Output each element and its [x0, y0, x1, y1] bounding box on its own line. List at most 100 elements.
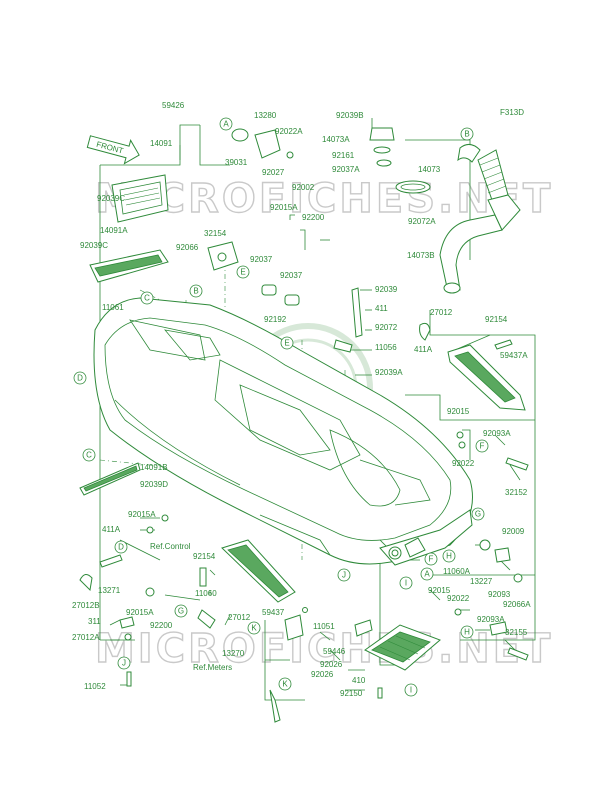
label-92154-1: 92154 [485, 315, 508, 324]
label-13280: 13280 [254, 111, 277, 120]
label-11060A: 11060A [443, 567, 471, 576]
callout-G1: G [475, 510, 481, 519]
label-92150: 92150 [340, 689, 363, 698]
label-411A-2: 411A [102, 525, 121, 534]
label-92015A-3: 92015A [126, 608, 154, 617]
label-32152: 32152 [505, 488, 528, 497]
callout-E2: E [284, 339, 289, 348]
label-411A-1: 411A [414, 345, 433, 354]
label-92039C-1: 92039C [97, 194, 125, 203]
label-14091A: 14091A [100, 226, 128, 235]
label-92154-2: 92154 [193, 552, 216, 561]
label-92022-2: 92022 [447, 594, 470, 603]
callout-H2: H [464, 628, 470, 637]
label-411-1: 411 [375, 304, 388, 313]
label-92093: 92093 [488, 590, 511, 599]
label-311: 311 [88, 617, 101, 626]
label-11061: 11061 [102, 303, 124, 312]
label-92037-2: 92037 [280, 271, 303, 280]
label-92039B: 92039B [336, 111, 364, 120]
label-27012B: 27012B [72, 601, 100, 610]
part-labels: 59426 13280 92039B 14091 92022A 14073A 9… [72, 101, 531, 698]
callout-A2: A [424, 570, 430, 579]
label-92015-2: 92015 [428, 586, 451, 595]
label-92037-1: 92037 [250, 255, 273, 264]
callout-A1: A [223, 120, 229, 129]
part-14091A-grille [89, 249, 169, 283]
part-59437-mat [221, 539, 296, 603]
part-14073-clamp [395, 180, 431, 194]
callout-F1: F [480, 442, 485, 451]
part-59446-step [364, 624, 441, 671]
callout-B1: B [464, 130, 469, 139]
callout-J2: J [122, 659, 126, 668]
label-11051: 11051 [313, 622, 335, 631]
callout-J1: J [342, 571, 346, 580]
label-14091B: 14091B [140, 463, 168, 472]
label-92026-1: 92026 [320, 660, 343, 669]
hardware-left [79, 514, 308, 723]
callout-K2: K [282, 680, 288, 689]
part-92037-bushing [261, 284, 300, 306]
callout-B2: B [193, 287, 198, 296]
callout-H1: H [446, 552, 452, 561]
part-92039-stay [333, 287, 363, 353]
label-92093A-1: 92093A [483, 429, 511, 438]
part-32154-plate [207, 241, 239, 271]
callout-D1: D [77, 374, 83, 383]
label-39031: 39031 [225, 158, 248, 167]
label-92022A: 92022A [275, 127, 303, 136]
label-92093A-2: 92093A [477, 615, 505, 624]
label-32154: 32154 [204, 229, 227, 238]
label-92072: 92072 [375, 323, 398, 332]
label-14073B: 14073B [407, 251, 435, 260]
part-13280-bracket [231, 128, 294, 159]
callouts: A A B B C C D D E E F F G G H H I I J J … [73, 117, 489, 697]
label-92039D: 92039D [140, 480, 168, 489]
callout-I2: I [410, 686, 412, 695]
part-92150-bolt [377, 687, 383, 699]
label-92066: 92066 [176, 243, 199, 252]
label-92015-1: 92015 [447, 407, 470, 416]
label-ref-control: Ref.Control [150, 542, 191, 551]
label-11056: 11056 [375, 343, 397, 352]
watermark-bottom: MICROFICHES.NET [95, 626, 553, 672]
callout-G2: G [178, 607, 184, 616]
callout-K1: K [251, 624, 257, 633]
label-92022-1: 92022 [452, 459, 475, 468]
callout-F2: F [429, 555, 434, 564]
part-14073B-hose [439, 144, 521, 294]
label-14073A: 14073A [322, 135, 350, 144]
label-13271: 13271 [98, 586, 121, 595]
label-14091: 14091 [150, 139, 173, 148]
label-11052: 11052 [84, 682, 106, 691]
label-92161: 92161 [332, 151, 355, 160]
part-14091-grille [111, 174, 169, 223]
callout-E1: E [240, 268, 245, 277]
label-13227: 13227 [470, 577, 493, 586]
label-92015A-1: 92015A [270, 203, 298, 212]
label-410: 410 [352, 676, 366, 685]
callout-I1: I [405, 579, 407, 588]
label-92026-2: 92026 [311, 670, 334, 679]
label-59426: 59426 [162, 101, 185, 110]
label-92009: 92009 [502, 527, 525, 536]
label-32155: 32155 [505, 628, 528, 637]
label-59446: 59446 [323, 647, 346, 656]
label-13270: 13270 [222, 649, 245, 658]
label-92015A-2: 92015A [128, 510, 156, 519]
label-92039C-2: 92039C [80, 241, 108, 250]
watermark-top: MICROFICHES.NET [95, 176, 553, 222]
label-27012A: 27012A [72, 633, 100, 642]
label-92072A: 92072A [408, 217, 436, 226]
label-92200-1: 92200 [302, 213, 325, 222]
front-arrow-icon: FRONT [86, 135, 140, 165]
label-59437A: 59437A [500, 351, 528, 360]
label-14073: 14073 [418, 165, 441, 174]
deck-body [93, 297, 473, 566]
part-27012-clip [419, 322, 431, 341]
label-59437: 59437 [262, 608, 285, 617]
label-27012-1: 27012 [430, 308, 453, 317]
label-92037A: 92037A [332, 165, 360, 174]
